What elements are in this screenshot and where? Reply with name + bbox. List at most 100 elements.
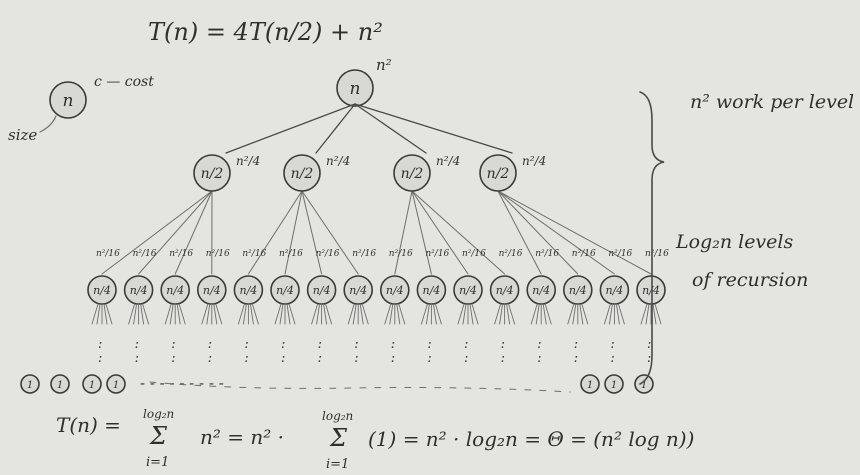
level1-node [283,154,321,192]
level2-edge [497,190,652,275]
sum1-bottom: i=1 [146,455,169,470]
child-stub [567,303,575,325]
level2-node-label: n/4 [276,284,294,297]
child-stub [544,303,552,325]
continuation-dot: : [281,351,285,366]
child-stub [91,303,99,325]
child-stub [237,303,245,325]
level2-node-label: n/4 [313,284,331,297]
recurrence-title: T(n) = 4T(n/2) + n² [148,18,383,46]
child-stub [105,303,113,325]
continuation-dot: : [98,337,102,352]
child-stub [530,303,538,325]
level2-edge [301,190,359,275]
child-stub [615,303,620,325]
leaf-node-label: 1 [113,380,119,391]
level2-node-label: n/4 [642,284,660,297]
level2-cost-label: n²/16 [535,249,559,259]
continuation-dot: : [171,337,175,352]
legend-node-label: n [63,91,74,111]
child-stub [579,303,584,325]
leaf-node-label: 1 [587,380,593,391]
child-stub [508,303,516,325]
child-stub [494,303,502,325]
continuation-dot: : [537,351,541,366]
child-stub [103,303,108,325]
level2-node-label: n/4 [349,284,367,297]
continuation-dot: : [354,351,358,366]
child-stub [164,303,172,325]
child-stub [608,303,613,325]
level2-edge [497,190,542,275]
sum2-sigma: Σ [329,424,348,452]
level1-cost-label: n²/4 [522,154,546,168]
level2-edge [138,190,213,275]
child-stub [213,303,218,325]
work-per-level-note: n² work per level [690,91,854,113]
child-stub [535,303,540,325]
level2-node-label: n/4 [240,284,258,297]
level1-edge [354,103,427,154]
level2-edge [301,190,323,275]
leaf-node [82,374,102,394]
level2-cost-label: n²/16 [96,249,120,259]
continuation-dot: : [647,351,651,366]
child-stub [352,303,357,325]
sum1-sigma: Σ [149,422,168,450]
level2-cost-label: n²/16 [425,249,449,259]
sum-lhs: T(n) = [56,413,121,437]
level2-nodes: n/4 n²/16 n/4 n²/16 n/4 n²/16 n/4 n²/16 n/4 n²/16… [87,249,669,305]
child-stub [506,303,511,325]
child-stub [142,303,150,325]
level2-edges [101,190,652,275]
level2-cost-label: n²/16 [645,249,669,259]
continuation-dot: : [501,337,505,352]
continuation-dot: : [244,337,248,352]
level2-edge [497,190,579,275]
level1-node-label: n/2 [201,166,224,182]
continuation-dot: : [427,351,431,366]
child-stub [274,303,282,325]
leaf-dash-curve [149,381,571,393]
continuation-dot: : [135,337,139,352]
continuation-dot: : [427,337,431,352]
leaf-node [106,374,126,394]
level-brace [639,91,665,385]
continuation-dot: : [464,351,468,366]
child-stub [462,303,467,325]
leaf-node [20,374,40,394]
level1-edge [315,103,356,154]
level1-node-label: n/2 [487,166,510,182]
levels-note-line2: of recursion [692,269,808,291]
level2-node-label: n/4 [130,284,148,297]
level2-cost-label: n²/16 [462,249,486,259]
leaf-node [580,374,600,394]
child-stub [389,303,394,325]
level1-node-label: n/2 [291,166,314,182]
child-stub [242,303,247,325]
root-cost-label: n² [376,56,392,74]
leaf-node [604,374,624,394]
sum2-top: log₂n [322,409,353,423]
level2-cost-label: n²/16 [169,249,193,259]
child-stub [206,303,211,325]
level2-cost-label: n²/16 [499,249,523,259]
level2-cost-label: n²/16 [133,249,157,259]
child-stub [396,303,401,325]
child-stub [169,303,174,325]
level1-node-label: n/2 [401,166,424,182]
child-stub [176,303,181,325]
child-stub [420,303,428,325]
level2-cost-label: n²/16 [316,249,340,259]
child-stub [471,303,479,325]
continuation-dot: : [171,351,175,366]
child-stub [249,303,254,325]
child-stub [640,303,648,325]
level2-node-label: n/4 [606,284,624,297]
level2-node-label: n/4 [459,284,477,297]
child-stub [133,303,138,325]
child-stub [432,303,437,325]
level2-edge [411,190,506,275]
continuation-dots: :::::::::::::::::::::::::::::::: [98,337,651,366]
